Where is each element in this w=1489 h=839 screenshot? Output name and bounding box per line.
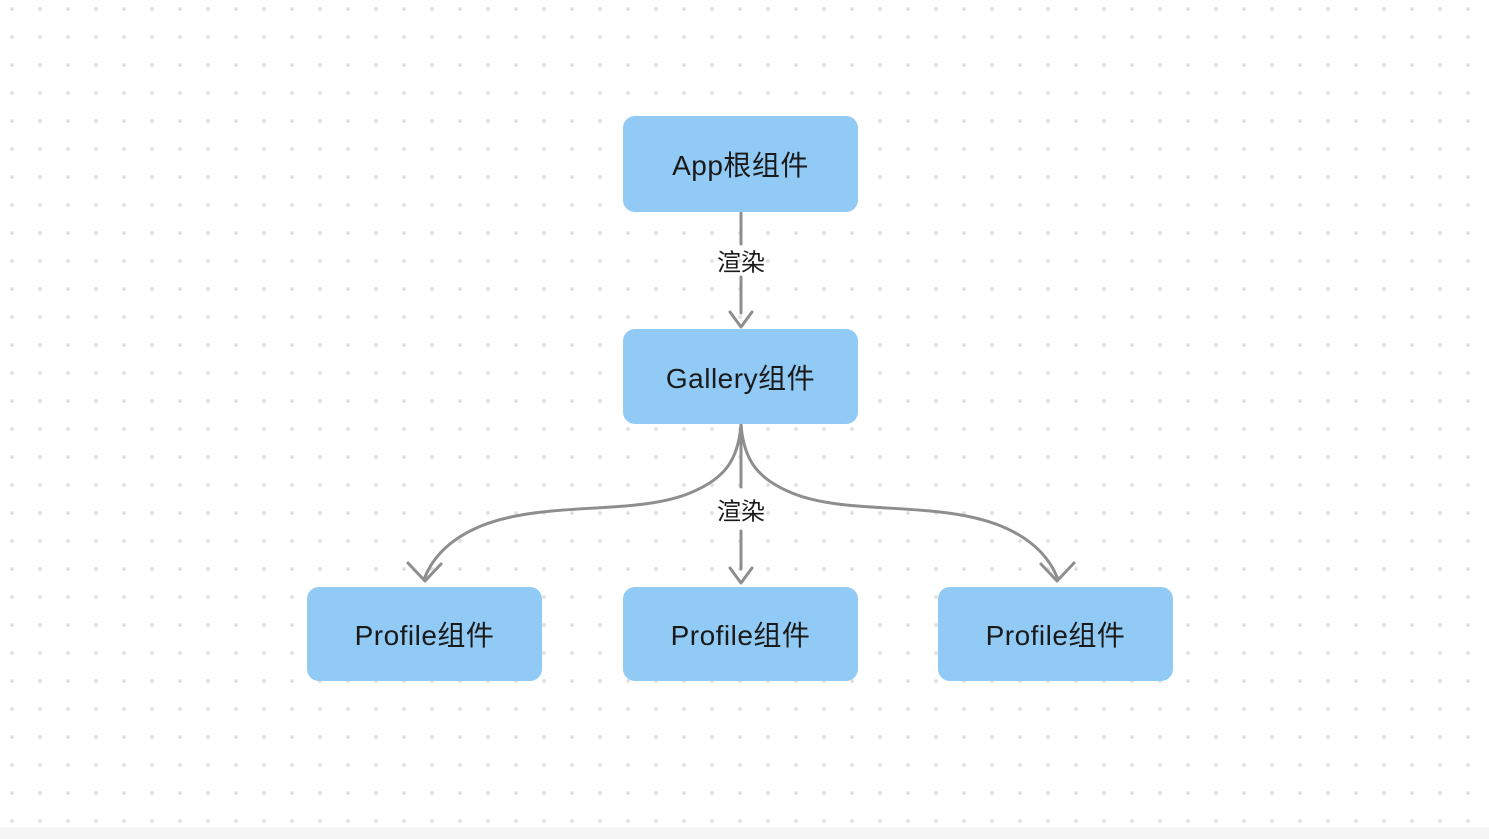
- edge-label-render-top: 渲染: [717, 249, 765, 277]
- canvas-bottom-edge: [0, 827, 1489, 839]
- edge-gallery-profile-right-arrowhead: [1039, 561, 1076, 583]
- node-profile-left[interactable]: Profile组件: [307, 587, 542, 681]
- edge-label-render-bottom: 渲染: [717, 498, 765, 526]
- edge-app-gallery-arrowhead: [728, 310, 754, 329]
- edge-gallery-profile-left-path[interactable]: [423, 423, 743, 579]
- edge-gallery-profile-middle-arrowhead: [728, 566, 754, 585]
- edge-gallery-profile-right-path[interactable]: [739, 423, 1059, 579]
- node-profile-left-label: Profile组件: [354, 620, 495, 651]
- node-app-root[interactable]: App根组件: [623, 116, 858, 212]
- node-profile-right[interactable]: Profile组件: [938, 587, 1173, 681]
- node-profile-middle[interactable]: Profile组件: [623, 587, 858, 681]
- node-app-root-label: App根组件: [672, 150, 809, 181]
- edge-gallery-profile-left-arrowhead: [406, 561, 443, 583]
- node-gallery[interactable]: Gallery组件: [623, 329, 858, 424]
- node-gallery-label: Gallery组件: [665, 362, 816, 394]
- node-profile-middle-label: Profile组件: [670, 620, 811, 651]
- node-profile-right-label: Profile组件: [985, 620, 1126, 651]
